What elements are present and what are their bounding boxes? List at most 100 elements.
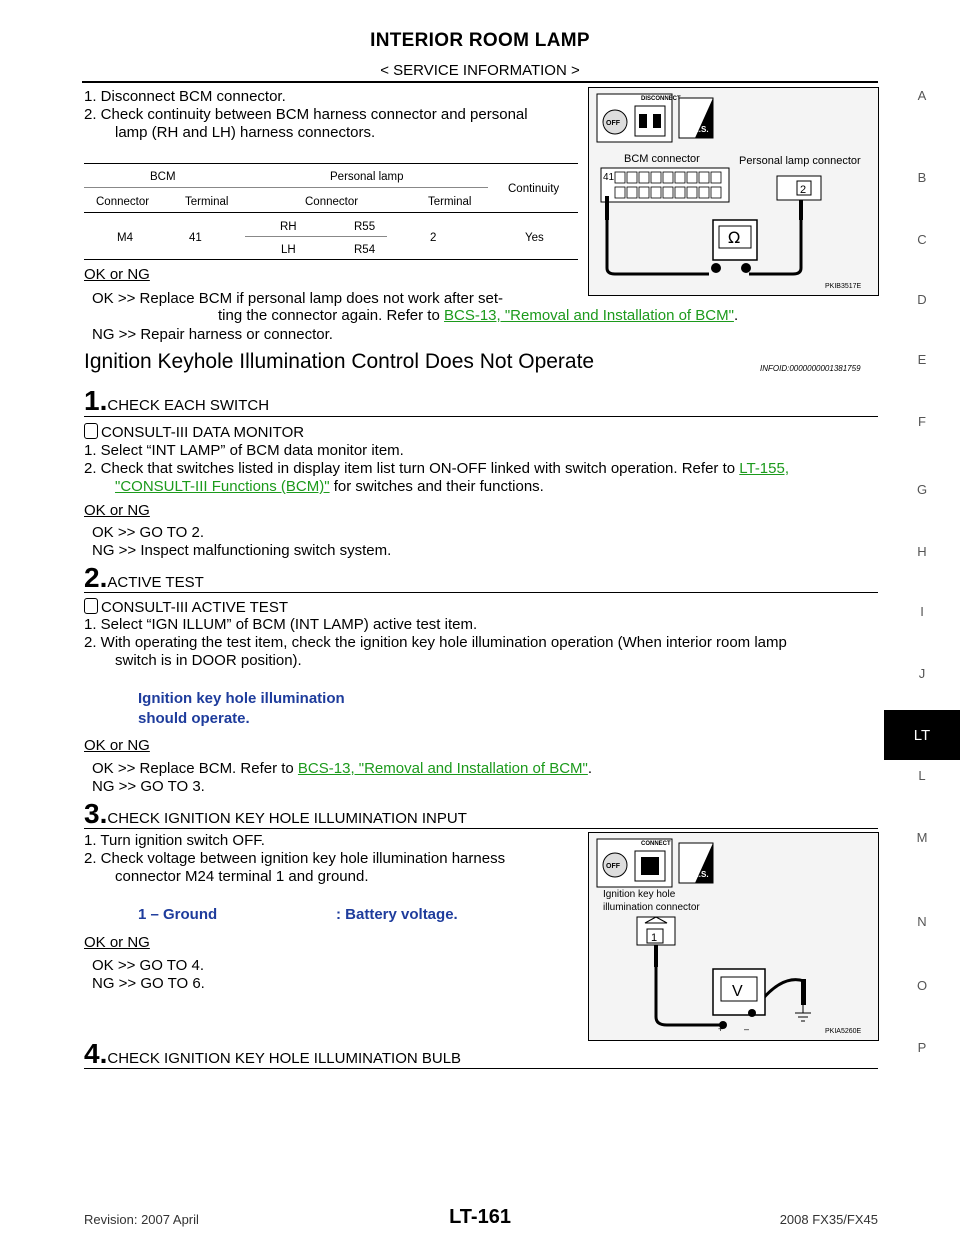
table-rule (84, 187, 488, 188)
section-heading: Ignition Keyhole Illumination Control Do… (84, 350, 595, 373)
side-index-p[interactable]: P (917, 1040, 927, 1055)
side-index-n[interactable]: N (917, 914, 927, 929)
info-id: INFOID:0000000001381759 (760, 364, 861, 373)
step-1-heading: 1.CHECK EACH SWITCH (84, 385, 270, 416)
step-rule (84, 828, 878, 829)
table-cell: R55 (354, 221, 376, 233)
table-cell: LH (281, 244, 296, 256)
consult-mode: CONSULT-III ACTIVE TEST (84, 598, 288, 617)
svg-text:Ignition key hole: Ignition key hole (603, 889, 676, 900)
svg-text:V: V (732, 983, 743, 1000)
svg-text:41: 41 (603, 172, 615, 183)
step-text: "CONSULT-III Functions (BCM)" for switch… (115, 478, 544, 495)
connect-icon (596, 838, 673, 888)
table-header: Continuity (508, 183, 560, 195)
svg-text:Ω: Ω (728, 228, 740, 247)
svg-text:Personal lamp connector: Personal lamp connector (739, 155, 861, 167)
table-header: Personal lamp (330, 171, 404, 183)
svg-text:1: 1 (651, 932, 657, 944)
side-index-m[interactable]: M (916, 830, 928, 845)
result-ok: OK >> GO TO 2. (92, 524, 204, 541)
side-index-h[interactable]: H (917, 544, 927, 559)
table-header: Connector (305, 196, 359, 208)
table-header: Terminal (185, 196, 229, 208)
result-ng: NG >> GO TO 3. (92, 778, 205, 795)
step-text: 1. Select “INT LAMP” of BCM data monitor… (84, 442, 404, 459)
step-rule (84, 592, 878, 593)
step-rule (84, 1068, 878, 1069)
figure-key-illumination-voltage: CONNECT OFF H.S. Ignition key hole illum… (588, 832, 879, 1041)
svg-text:H.S.: H.S. (693, 870, 709, 879)
step-text: 1. Select “IGN ILLUM” of BCM (INT LAMP) … (84, 616, 478, 633)
ok-or-ng: OK or NG (84, 934, 150, 951)
result-ok-cont: ting the connector again. Refer to BCS-1… (218, 307, 739, 324)
step-text: switch is in DOOR position). (115, 652, 302, 669)
table-header: BCM (150, 171, 176, 183)
svg-text:BCM connector: BCM connector (624, 153, 700, 165)
voltage-diagram: CONNECT OFF H.S. Ignition key hole illum… (596, 838, 862, 1035)
side-index-a[interactable]: A (917, 88, 927, 103)
spec-text: 1 – Ground (138, 906, 218, 923)
side-index-c[interactable]: C (917, 232, 927, 247)
result-ng: NG >> GO TO 6. (92, 975, 205, 992)
step-text: 2. Check that switches listed in display… (84, 460, 790, 477)
side-index-j[interactable]: J (918, 666, 926, 681)
model-label: 2008 FX35/FX45 (779, 1212, 878, 1227)
step-text: 2. With operating the test item, check t… (84, 634, 787, 651)
step-text: 2. Check voltage between ignition key ho… (84, 850, 506, 867)
revision-label: Revision: 2007 April (84, 1212, 199, 1227)
step-2-heading: 2.ACTIVE TEST (84, 562, 204, 593)
result-ok: OK >> Replace BCM. Refer to BCS-13, "Rem… (92, 760, 593, 777)
bcs-13-link[interactable]: BCS-13, "Removal and Installation of BCM… (297, 760, 588, 777)
svg-text:H.S.: H.S. (693, 125, 709, 134)
table-header: Connector (96, 196, 150, 208)
consult-icon (84, 423, 98, 439)
table-header: Terminal (428, 196, 472, 208)
side-index-f[interactable]: F (918, 414, 926, 429)
step-text: lamp (RH and LH) harness connectors. (115, 124, 376, 141)
side-index-d[interactable]: D (917, 292, 927, 307)
svg-text:OFF: OFF (606, 863, 621, 870)
step-4-heading: 4.CHECK IGNITION KEY HOLE ILLUMINATION B… (84, 1038, 462, 1069)
table-rule (84, 212, 578, 213)
side-index-g[interactable]: G (916, 482, 928, 497)
svg-text:PKIB3517E: PKIB3517E (825, 283, 862, 290)
ok-or-ng: OK or NG (84, 502, 150, 519)
svg-text:illumination connector: illumination connector (603, 902, 700, 913)
svg-text:PKIA5260E: PKIA5260E (825, 1028, 862, 1035)
svg-text:CONNECT: CONNECT (641, 841, 671, 847)
spec-text: should operate. (138, 710, 250, 727)
side-index-o[interactable]: O (916, 978, 928, 993)
step-text: connector M24 terminal 1 and ground. (115, 868, 369, 885)
step-3-heading: 3.CHECK IGNITION KEY HOLE ILLUMINATION I… (84, 798, 467, 829)
side-index-b[interactable]: B (917, 170, 927, 185)
result-ok: OK >> Replace BCM if personal lamp does … (92, 290, 504, 307)
step-rule (84, 416, 878, 417)
page-title: INTERIOR ROOM LAMP (370, 30, 590, 51)
side-index-e[interactable]: E (917, 352, 927, 367)
consult-icon (84, 598, 98, 614)
step-text: 2. Check continuity between BCM harness … (84, 106, 528, 123)
connector-diagram: DISCONNECT OFF H.S. BCM connector Person… (596, 93, 862, 290)
disconnect-icon (596, 93, 673, 143)
bcs-13-link[interactable]: BCS-13, "Removal and Installation of BCM… (443, 307, 734, 324)
spec-text: Ignition key hole illumination (138, 690, 345, 707)
lt-155-link[interactable]: LT-155, (739, 460, 790, 477)
result-ng: NG >> Repair harness or connector. (92, 326, 333, 343)
hs-icon: H.S. (678, 97, 714, 139)
table-cell: Yes (525, 232, 544, 244)
table-cell: RH (280, 221, 297, 233)
consult-functions-link[interactable]: "CONSULT-III Functions (BCM)" (115, 478, 330, 495)
consult-mode: CONSULT-III DATA MONITOR (84, 423, 304, 442)
side-index-l[interactable]: L (918, 768, 926, 783)
page-subtitle: < SERVICE INFORMATION > (380, 62, 580, 79)
ok-or-ng: OK or NG (84, 737, 150, 754)
result-ng: NG >> Inspect malfunctioning switch syst… (92, 542, 392, 559)
table-rule (84, 163, 578, 164)
side-index-lt[interactable]: LT (884, 710, 960, 760)
svg-text:DISCONNECT: DISCONNECT (641, 96, 681, 102)
table-cell: 41 (189, 232, 202, 244)
svg-text:2: 2 (800, 184, 806, 196)
side-index-i[interactable]: I (920, 604, 924, 619)
table-rule (245, 236, 387, 237)
